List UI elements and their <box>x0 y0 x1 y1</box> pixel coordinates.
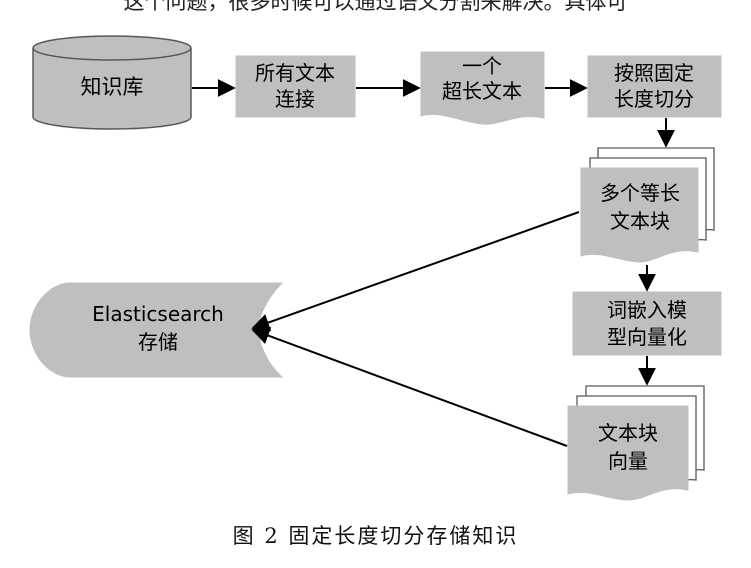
embed-label-line2: 型向量化 <box>607 325 687 349</box>
vectors-label-line2: 向量 <box>608 449 648 473</box>
vectors-label-line1: 文本块 <box>598 421 658 445</box>
text-chunks-multidocument: 多个等长 文本块 <box>580 147 715 263</box>
concat-label-line2: 连接 <box>275 87 315 111</box>
chunks-label-line2: 文本块 <box>610 209 670 233</box>
split-label-line2: 长度切分 <box>614 87 694 111</box>
arrow-chunks-to-es <box>251 211 580 332</box>
long-text-document: 一个 超长文本 <box>420 51 545 125</box>
es-label-line2: 存储 <box>138 330 178 354</box>
knowledge-base-label: 知识库 <box>81 75 144 99</box>
concat-text-box: 所有文本 连接 <box>235 55 356 118</box>
split-label-line1: 按照固定 <box>614 61 694 85</box>
long-text-line1: 一个 <box>462 54 502 78</box>
fixed-length-split-box: 按照固定 长度切分 <box>587 55 722 118</box>
arrow-vectors-to-es <box>251 327 568 447</box>
embedding-model-box: 词嵌入模 型向量化 <box>572 291 722 356</box>
long-text-line2: 超长文本 <box>442 79 522 103</box>
arrows <box>192 79 675 447</box>
elasticsearch-storage: Elasticsearch 存储 <box>29 282 284 378</box>
chunk-vectors-multidocument: 文本块 向量 <box>567 385 705 501</box>
cropped-top-text: 这个问题，很多时候可以通过语义分割来解决。具体可 <box>123 0 628 14</box>
concat-label-line1: 所有文本 <box>255 61 335 85</box>
es-label-line1: Elasticsearch <box>92 302 224 326</box>
figure-caption: 图 2 固定长度切分存储知识 <box>232 524 519 548</box>
knowledge-base-cylinder: 知识库 <box>32 35 192 130</box>
embed-label-line1: 词嵌入模 <box>607 298 687 322</box>
chunks-label-line1: 多个等长 <box>600 181 680 205</box>
